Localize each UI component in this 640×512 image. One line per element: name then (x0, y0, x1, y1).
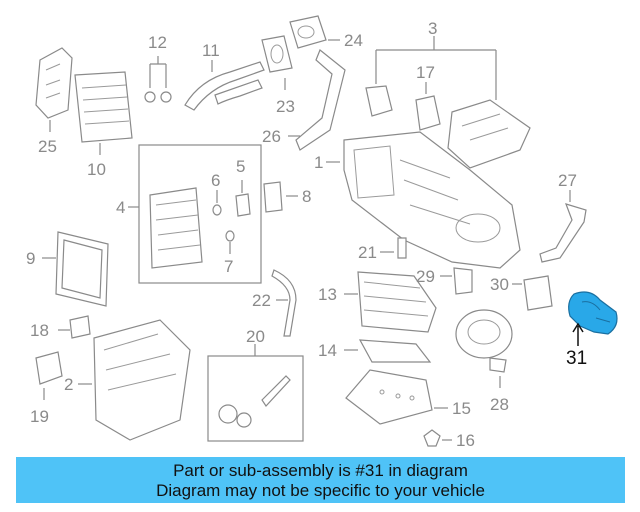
parts-diagram: 25 10 12 11 24 23 26 3 (26, 15, 618, 450)
callout-15: 15 (452, 399, 471, 418)
callout-11: 11 (202, 41, 220, 60)
arrow-31 (572, 322, 584, 346)
part-18-clip (69, 315, 91, 339)
callout-26: 26 (262, 127, 281, 146)
group-box-4 (138, 144, 262, 284)
callout-18: 18 (30, 321, 49, 340)
part-30-actuator (523, 275, 553, 311)
part-8-clip (263, 181, 283, 213)
callout-19: 19 (30, 407, 49, 426)
callout-25: 25 (38, 137, 57, 156)
part-3-actuator-left (365, 85, 393, 117)
callout-8: 8 (302, 187, 311, 206)
part-1-hvac-housing (343, 131, 521, 269)
part-9-cabin-filter (55, 231, 109, 307)
callout-4: 4 (116, 198, 125, 217)
callout-5: 5 (236, 157, 245, 176)
callout-16: 16 (456, 431, 475, 450)
callout-29: 29 (416, 267, 435, 286)
callout-12: 12 (148, 33, 167, 52)
part-5-valve (235, 193, 251, 217)
caption-line-2: Diagram may not be specific to your vehi… (156, 481, 485, 500)
callout-23: 23 (276, 97, 295, 116)
part-17-actuator (415, 95, 441, 131)
callout-17: 17 (416, 63, 435, 82)
part-31-shape (568, 291, 618, 335)
callout-22: 22 (252, 291, 271, 310)
part-20-kit (218, 375, 291, 428)
part-25-bracket (35, 47, 73, 119)
callout-20: 20 (246, 327, 265, 346)
callout-27: 27 (558, 171, 577, 190)
part-22-drain-hose (271, 269, 297, 337)
part-23-gasket (261, 35, 293, 73)
part-28-blower-motor (455, 309, 513, 373)
caption-banner: Part or sub-assembly is #31 in diagram D… (16, 457, 625, 503)
callout-21: 21 (358, 243, 377, 262)
part-21-sensor (397, 237, 407, 259)
part-27-bracket (539, 203, 587, 263)
part-14-plate (358, 339, 432, 363)
part-11-pipes (184, 61, 265, 111)
part-24-seal (289, 15, 327, 49)
part-3-duct (447, 99, 531, 169)
part-31-highlighted (568, 291, 618, 335)
part-13-filter (357, 271, 437, 333)
part-7-oring (225, 230, 235, 242)
callout-28: 28 (490, 395, 509, 414)
caption-line-1: Part or sub-assembly is #31 in diagram (173, 461, 468, 480)
part-10-heater-core (74, 71, 133, 143)
callout-24: 24 (344, 31, 363, 50)
callout-1: 1 (314, 153, 323, 172)
callout-6: 6 (211, 171, 220, 190)
callout-2: 2 (64, 375, 73, 394)
callout-9: 9 (26, 249, 35, 268)
part-2-lower-housing (93, 319, 191, 441)
callout-30: 30 (490, 275, 509, 294)
callout-31: 31 (566, 348, 587, 369)
part-6-oring (212, 204, 222, 216)
part-15-tray (345, 369, 433, 425)
callout-14: 14 (318, 341, 337, 360)
part-29-resistor (453, 267, 473, 295)
callout-3: 3 (428, 19, 437, 38)
callout-10: 10 (87, 160, 106, 179)
part-26-bracket (295, 49, 346, 151)
callout-7: 7 (224, 257, 233, 276)
part-12-orings (144, 91, 172, 103)
part-19-sensor (35, 351, 63, 385)
part-16-clip (423, 429, 441, 447)
callout-13: 13 (318, 285, 337, 304)
group-box-20 (207, 355, 304, 442)
part-4-evaporator (149, 187, 203, 269)
